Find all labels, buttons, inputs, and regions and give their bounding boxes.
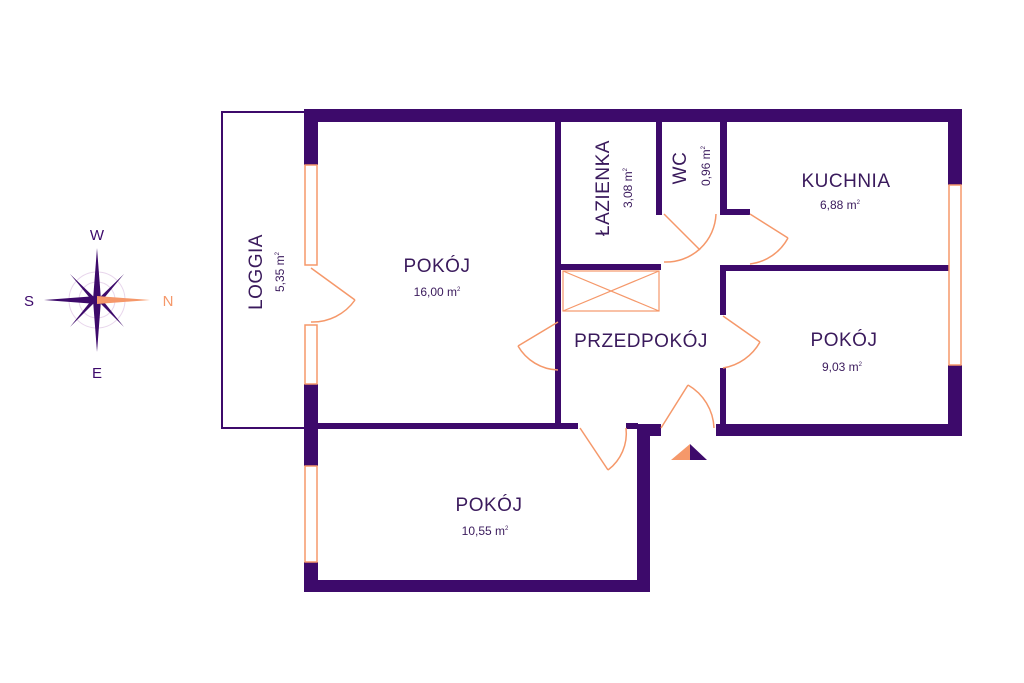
wardrobe [562, 270, 660, 312]
room-labels: LOGGIA 5,35 m2 POKÓJ 16,00 m2 ŁAZIENKA 3… [246, 140, 890, 538]
walls [304, 109, 962, 592]
doors [310, 213, 789, 471]
room-name-pokoj3: POKÓJ [456, 494, 523, 516]
room-area-loggia: 5,35 m2 [273, 251, 287, 292]
room-name-lazienka: ŁAZIENKA [593, 140, 614, 236]
room-name-pokoj1: POKÓJ [404, 255, 471, 277]
compass-north-label: N [163, 293, 174, 310]
compass-south-label: S [24, 293, 34, 310]
room-name-wc: WC [670, 152, 691, 185]
room-area-lazienka: 3,08 m2 [621, 167, 635, 208]
compass-east-label: E [92, 365, 102, 382]
room-name-kuchnia: KUCHNIA [801, 171, 890, 192]
room-area-pokoj1: 16,00 m2 [414, 285, 461, 299]
room-area-kuchnia: 6,88 m2 [820, 198, 861, 212]
room-area-pokoj3: 10,55 m2 [462, 524, 509, 538]
room-area-pokoj2: 9,03 m2 [822, 360, 863, 374]
room-area-wc: 0,96 m2 [699, 145, 713, 186]
room-name-przedpokoj: PRZEDPOKÓJ [574, 330, 708, 352]
entrance-arrow-icon [671, 444, 707, 460]
windows [304, 164, 962, 563]
room-name-pokoj2: POKÓJ [811, 329, 878, 351]
compass-west-label: W [90, 227, 105, 244]
interior-walls [318, 120, 950, 429]
room-name-loggia: LOGGIA [246, 234, 267, 310]
compass-rose-icon: W S N E [24, 227, 173, 382]
loggia-outline [221, 111, 306, 429]
